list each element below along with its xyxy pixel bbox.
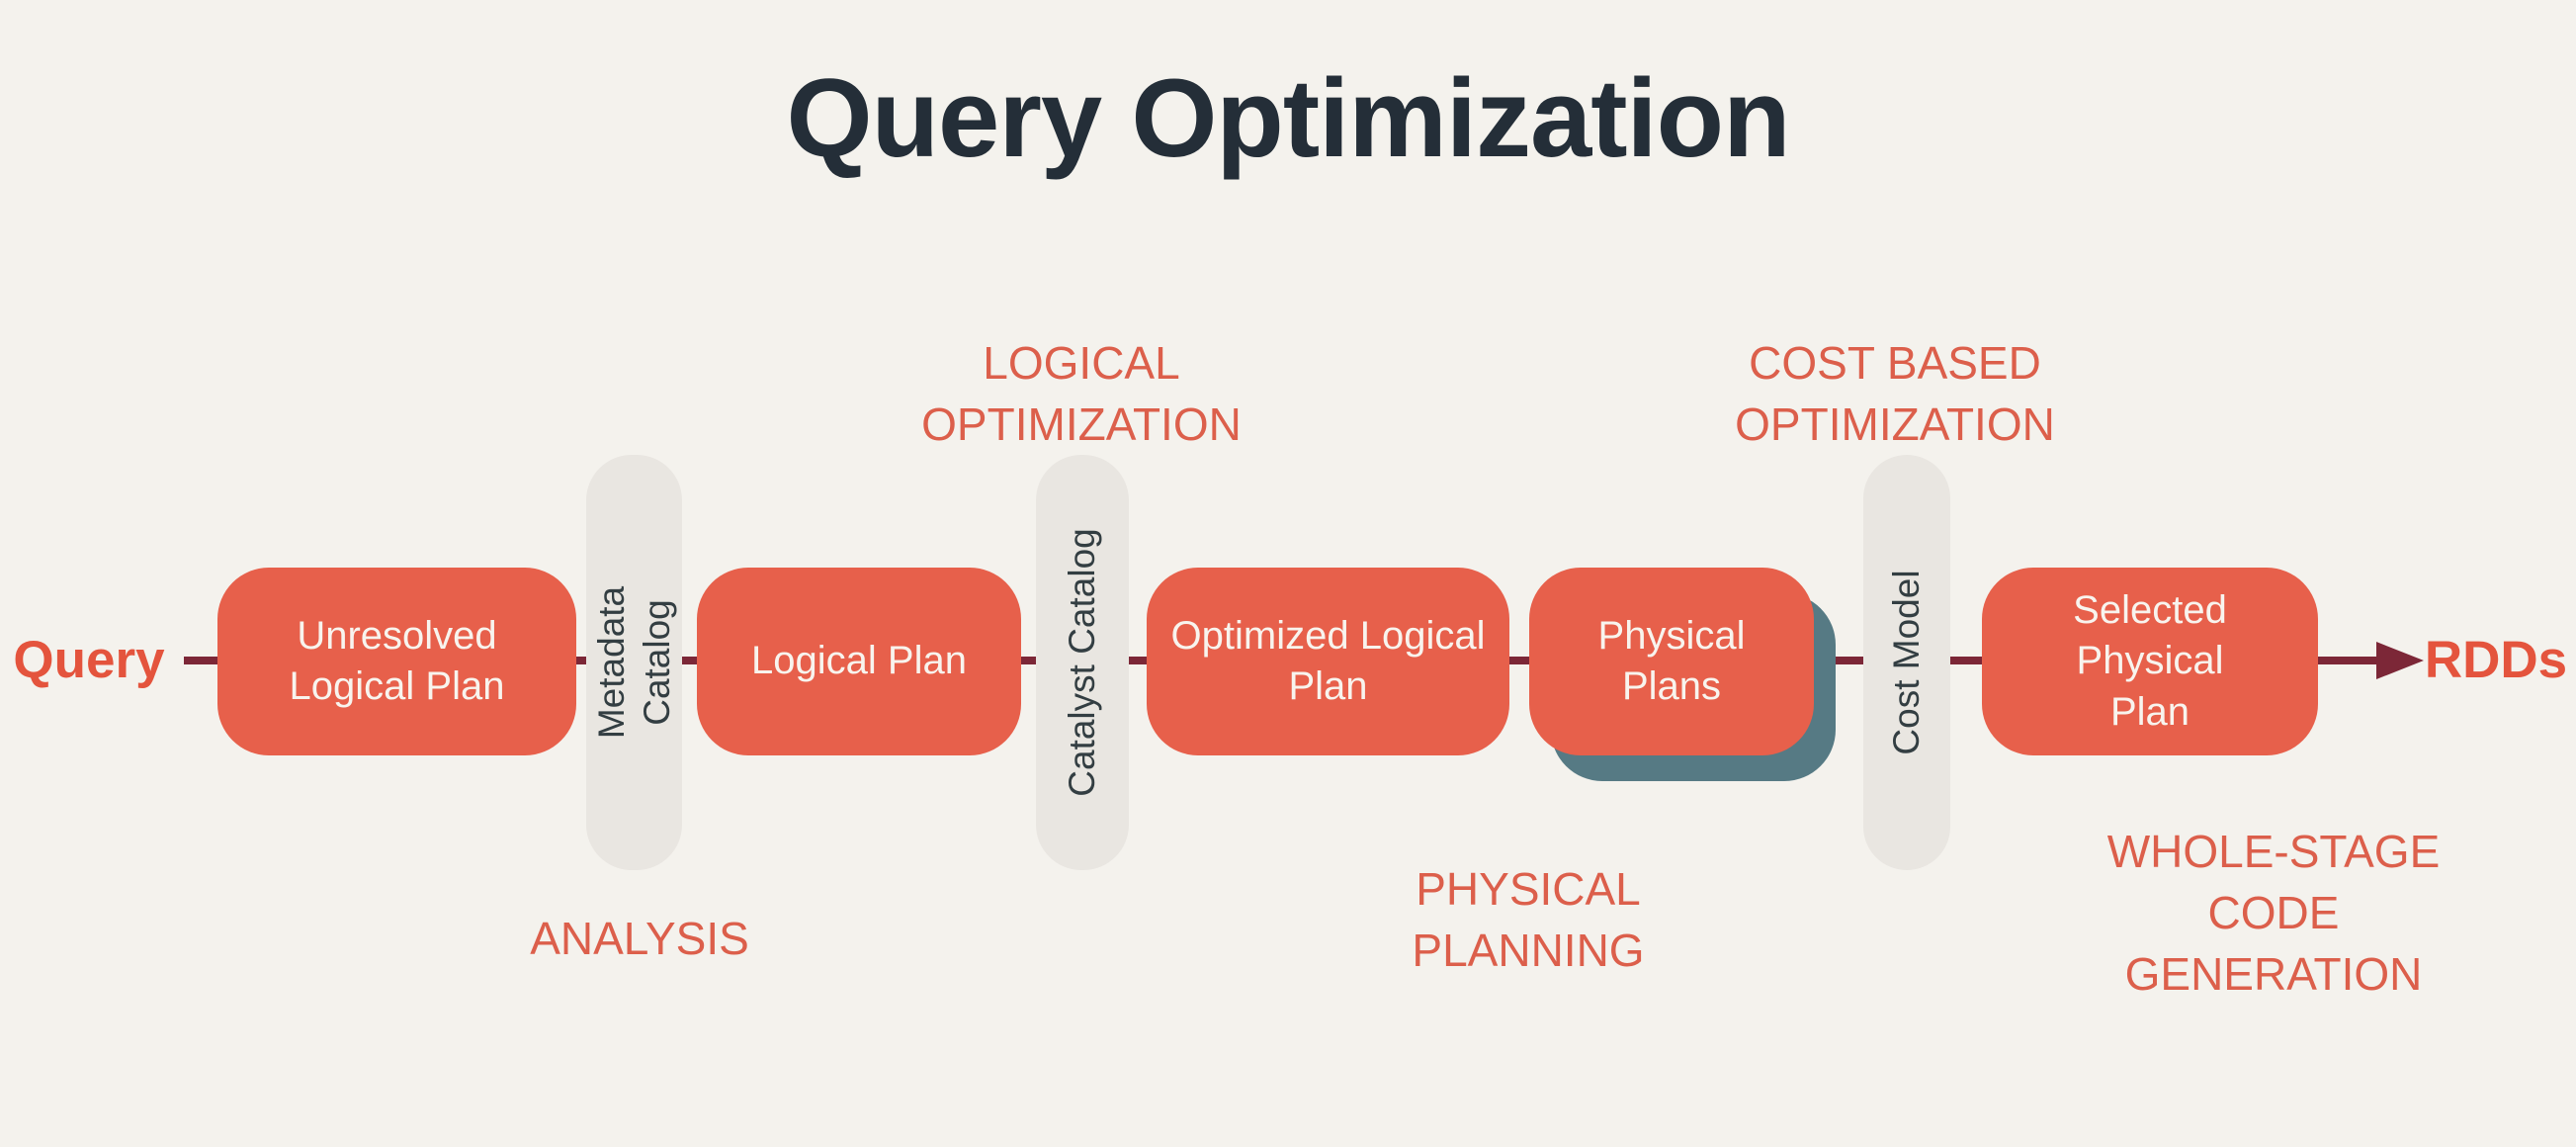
stage-label-physical-planning: PHYSICAL PLANNING: [1412, 863, 1645, 977]
flow-arrow-icon: [2376, 642, 2424, 679]
catalog-label: Catalyst Catalog: [1061, 528, 1102, 797]
catalog-pill-metadata-catalog: Metadata Catalog: [586, 455, 682, 870]
input-label-query: Query: [13, 631, 165, 689]
stage-label-cost-based-optimization: COST BASED OPTIMIZATION: [1735, 337, 2055, 451]
catalog-label: Metadata Catalog: [590, 585, 677, 740]
page-title: Query Optimization: [786, 56, 1791, 180]
node-label: Optimized Logical Plan: [1170, 613, 1486, 708]
node-label: Unresolved Logical Plan: [289, 613, 505, 708]
output-label-rdds: RDDs: [2424, 631, 2568, 689]
node-unresolved-logical-plan: Unresolved Logical Plan: [217, 568, 576, 755]
node-label: Physical Plans: [1597, 613, 1746, 708]
node-selected-physical-plan: Selected Physical Plan: [1982, 568, 2318, 755]
node-logical-plan: Logical Plan: [697, 568, 1021, 755]
catalog-pill-catalyst-catalog: Catalyst Catalog: [1036, 455, 1129, 870]
node-optimized-logical-plan: Optimized Logical Plan: [1147, 568, 1509, 755]
catalog-pill-cost-model: Cost Model: [1863, 455, 1950, 870]
node-label: Selected Physical Plan: [2073, 588, 2227, 734]
catalog-label: Cost Model: [1885, 570, 1927, 755]
stage-label-logical-optimization: LOGICAL OPTIMIZATION: [921, 337, 1242, 451]
stage-label-analysis: ANALYSIS: [530, 913, 749, 964]
stage-label-whole-stage-code-generation: WHOLE-STAGE CODE GENERATION: [2106, 826, 2441, 1001]
node-label: Logical Plan: [751, 639, 967, 683]
node-physical-plans: Physical Plans: [1529, 568, 1814, 755]
